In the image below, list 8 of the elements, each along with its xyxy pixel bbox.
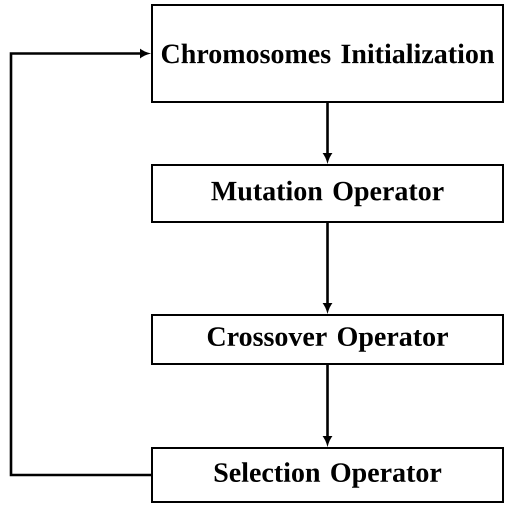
process-box: Mutation Operator [151, 164, 504, 223]
arrow [324, 365, 332, 444]
process-box: Selection Operator [151, 447, 504, 503]
arrow [10, 50, 151, 476]
arrow [324, 223, 332, 312]
arrow [324, 103, 332, 162]
process-box: Crossover Operator [151, 314, 504, 365]
process-box: Chromosomes Initialization [151, 4, 504, 103]
